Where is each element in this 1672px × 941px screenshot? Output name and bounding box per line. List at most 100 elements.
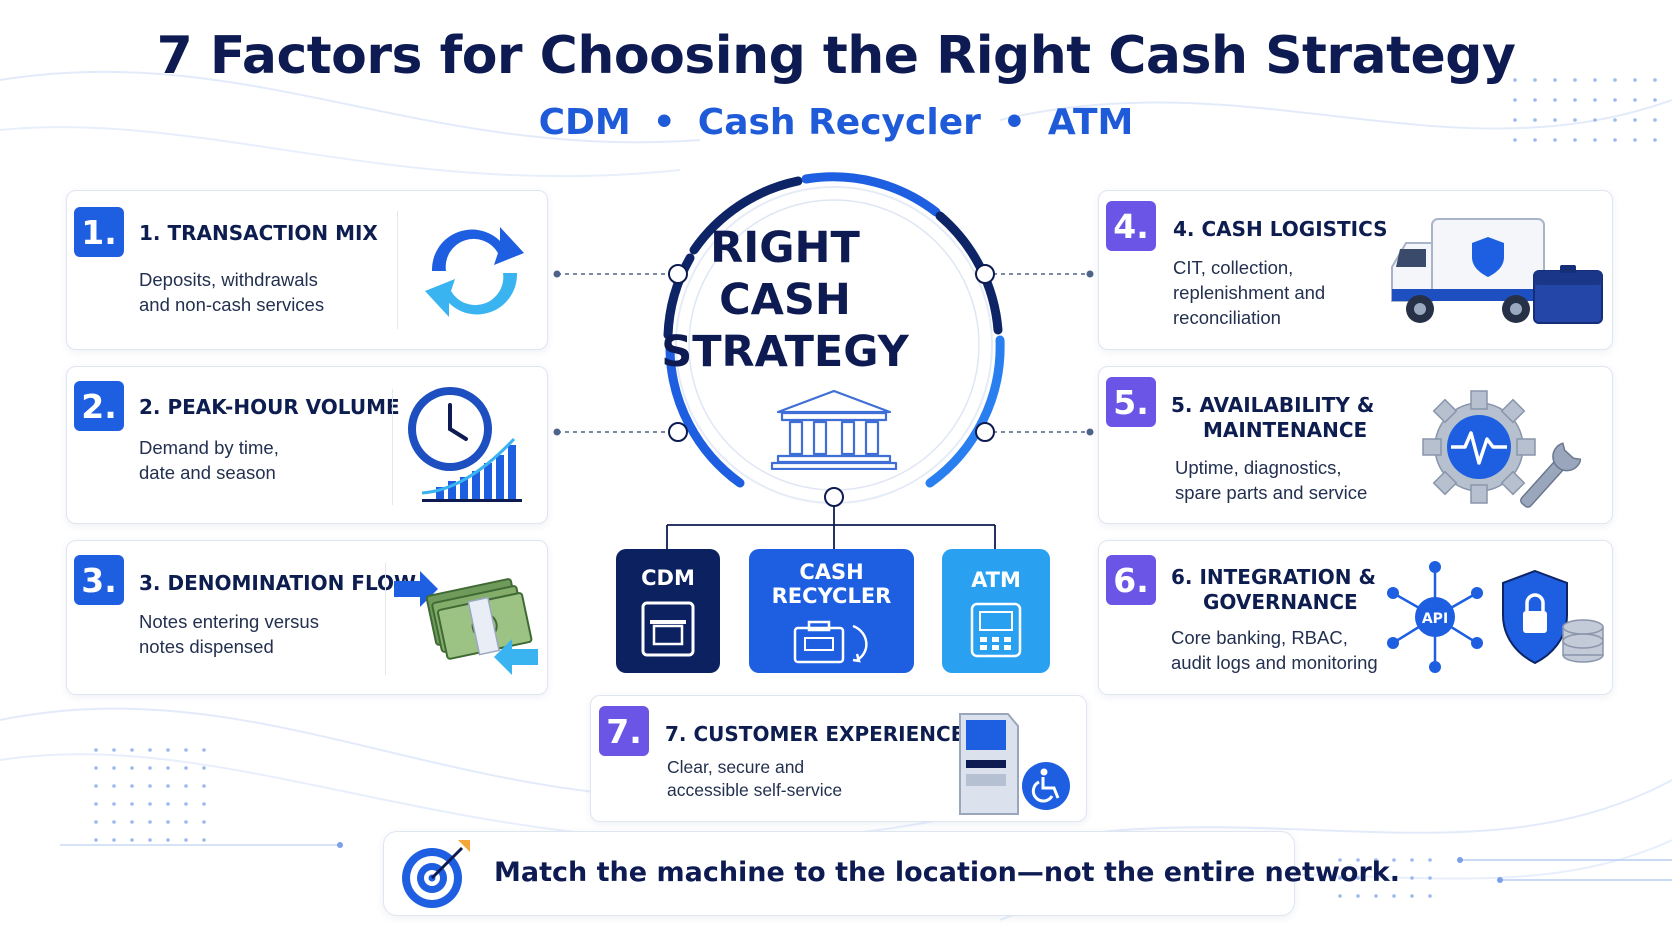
decor-dot — [130, 802, 134, 806]
decor-dot — [130, 766, 134, 770]
decor-dot — [148, 748, 152, 752]
banner-message: Match the machine to the location—not th… — [494, 857, 1400, 888]
card-divider — [392, 389, 393, 505]
decor-dot — [1553, 78, 1557, 82]
factor-description: Notes entering versus notes dispensed — [139, 609, 319, 659]
center-line-3: STRATEGY — [661, 327, 909, 377]
clock-bar-chart-icon — [408, 387, 522, 502]
factor-description: Demand by time, date and season — [139, 435, 279, 485]
factor-description: Uptime, diagnostics, spare parts and ser… — [1175, 455, 1367, 505]
decor-dot — [94, 838, 98, 842]
factor-desc-line: Clear, secure and — [667, 757, 805, 777]
machine-recycler-label-2: RECYCLER — [771, 584, 892, 608]
factor-number-badge: 7. — [599, 706, 649, 756]
subtitle-atm: ATM — [1047, 102, 1134, 143]
decor-dot — [112, 766, 116, 770]
kiosk-accessibility-icon — [959, 713, 1070, 815]
decor-dot — [1553, 118, 1557, 122]
decor-dot — [148, 784, 152, 788]
factor-desc-line: accessible self-service — [667, 780, 843, 800]
decor-dot — [166, 802, 170, 806]
factor-desc-line: and non-cash services — [139, 294, 325, 315]
machine-recycler-label-1: CASH — [799, 560, 864, 584]
factor-description: Core banking, RBAC, audit logs and monit… — [1171, 625, 1378, 675]
factor-title: 2. PEAK-HOUR VOLUME — [139, 395, 400, 419]
decor-dot — [1410, 894, 1414, 898]
factor-desc-line: spare parts and service — [1175, 482, 1368, 503]
decor-dot — [166, 820, 170, 824]
decor-dot — [202, 820, 206, 824]
decor-dot — [1338, 894, 1342, 898]
decor-dot — [166, 838, 170, 842]
decor-dot — [1410, 858, 1414, 862]
factor-title: 7. CUSTOMER EXPERIENCE — [665, 722, 965, 746]
factor-title-line-2: MAINTENANCE — [1203, 418, 1368, 442]
decor-dot — [1593, 118, 1597, 122]
factor-title: 6. INTEGRATION & — [1171, 565, 1376, 589]
decor-dot — [94, 820, 98, 824]
decor-dot — [1533, 138, 1537, 142]
decor-dot — [1338, 876, 1342, 880]
factor-description: CIT, collection, replenishment and recon… — [1173, 255, 1325, 330]
center-line-2: CASH — [719, 275, 851, 325]
decor-dot — [1513, 78, 1517, 82]
decor-dot — [1356, 894, 1360, 898]
decor-dot — [1613, 98, 1617, 102]
decor-dot — [94, 766, 98, 770]
decor-dot — [202, 784, 206, 788]
machine-cdm-label: CDM — [641, 566, 695, 590]
factor-desc-line: audit logs and monitoring — [1171, 652, 1378, 673]
factor-number-badge: 3. — [74, 555, 124, 605]
factor-title: 4. CASH LOGISTICS — [1173, 217, 1388, 241]
decor-dot — [1374, 876, 1378, 880]
bottom-banner: Match the machine to the location—not th… — [383, 831, 1400, 916]
gear-wrench-icon — [1422, 390, 1581, 508]
decor-dot — [94, 802, 98, 806]
decor-dot — [166, 784, 170, 788]
decor-dot — [1533, 118, 1537, 122]
decor-dot — [1428, 876, 1432, 880]
factor-description: Deposits, withdrawals and non-cash servi… — [139, 267, 324, 317]
decor-dot — [1513, 118, 1517, 122]
decor-dot — [166, 748, 170, 752]
page-title: 7 Factors for Choosing the Right Cash St… — [156, 26, 1516, 86]
decor-dot — [1392, 858, 1396, 862]
decor-dot — [184, 766, 188, 770]
factor-desc-line: Deposits, withdrawals — [139, 269, 318, 290]
factor-desc-line: replenishment and — [1173, 282, 1326, 303]
decor-dot — [1633, 78, 1637, 82]
machine-atm-label: ATM — [971, 568, 1021, 592]
factor-description: Clear, secure and accessible self-servic… — [667, 756, 842, 802]
decor-dot — [94, 784, 98, 788]
decor-dot — [1356, 858, 1360, 862]
factor-card-integration-governance: 6. 6. INTEGRATION & GOVERNANCE Core bank… — [1098, 540, 1613, 695]
keypad-screen-icon — [970, 602, 1022, 658]
factor-number-badge: 2. — [74, 381, 124, 431]
subtitle-cdm: CDM — [538, 102, 631, 143]
decor-dot — [1613, 138, 1617, 142]
machine-cash-recycler: CASH RECYCLER — [749, 549, 914, 673]
subtitle-separator: • — [1002, 102, 1026, 143]
svg-text:API: API — [1422, 611, 1448, 627]
decor-dot — [112, 820, 116, 824]
decor-dot — [1653, 98, 1657, 102]
factor-card-customer-experience: 7. 7. CUSTOMER EXPERIENCE Clear, secure … — [590, 695, 1087, 822]
decor-dot — [1338, 858, 1342, 862]
factor-number-badge: 4. — [1106, 201, 1156, 251]
cash-stack-arrows-icon — [394, 571, 538, 675]
decor-dot — [1573, 98, 1577, 102]
card-divider — [385, 563, 386, 675]
decor-dot — [1392, 876, 1396, 880]
decor-dot — [184, 784, 188, 788]
subtitle-cash-recycler: Cash Recycler — [697, 102, 981, 143]
decor-dot — [1392, 894, 1396, 898]
decor-dot — [112, 748, 116, 752]
factor-title-line-2: GOVERNANCE — [1203, 590, 1358, 614]
factor-desc-line: reconciliation — [1173, 307, 1281, 328]
factor-desc-line: notes dispensed — [139, 636, 274, 657]
decor-dot — [1573, 78, 1577, 82]
decor-dot — [1553, 138, 1557, 142]
factor-title: 5. AVAILABILITY & — [1171, 393, 1375, 417]
